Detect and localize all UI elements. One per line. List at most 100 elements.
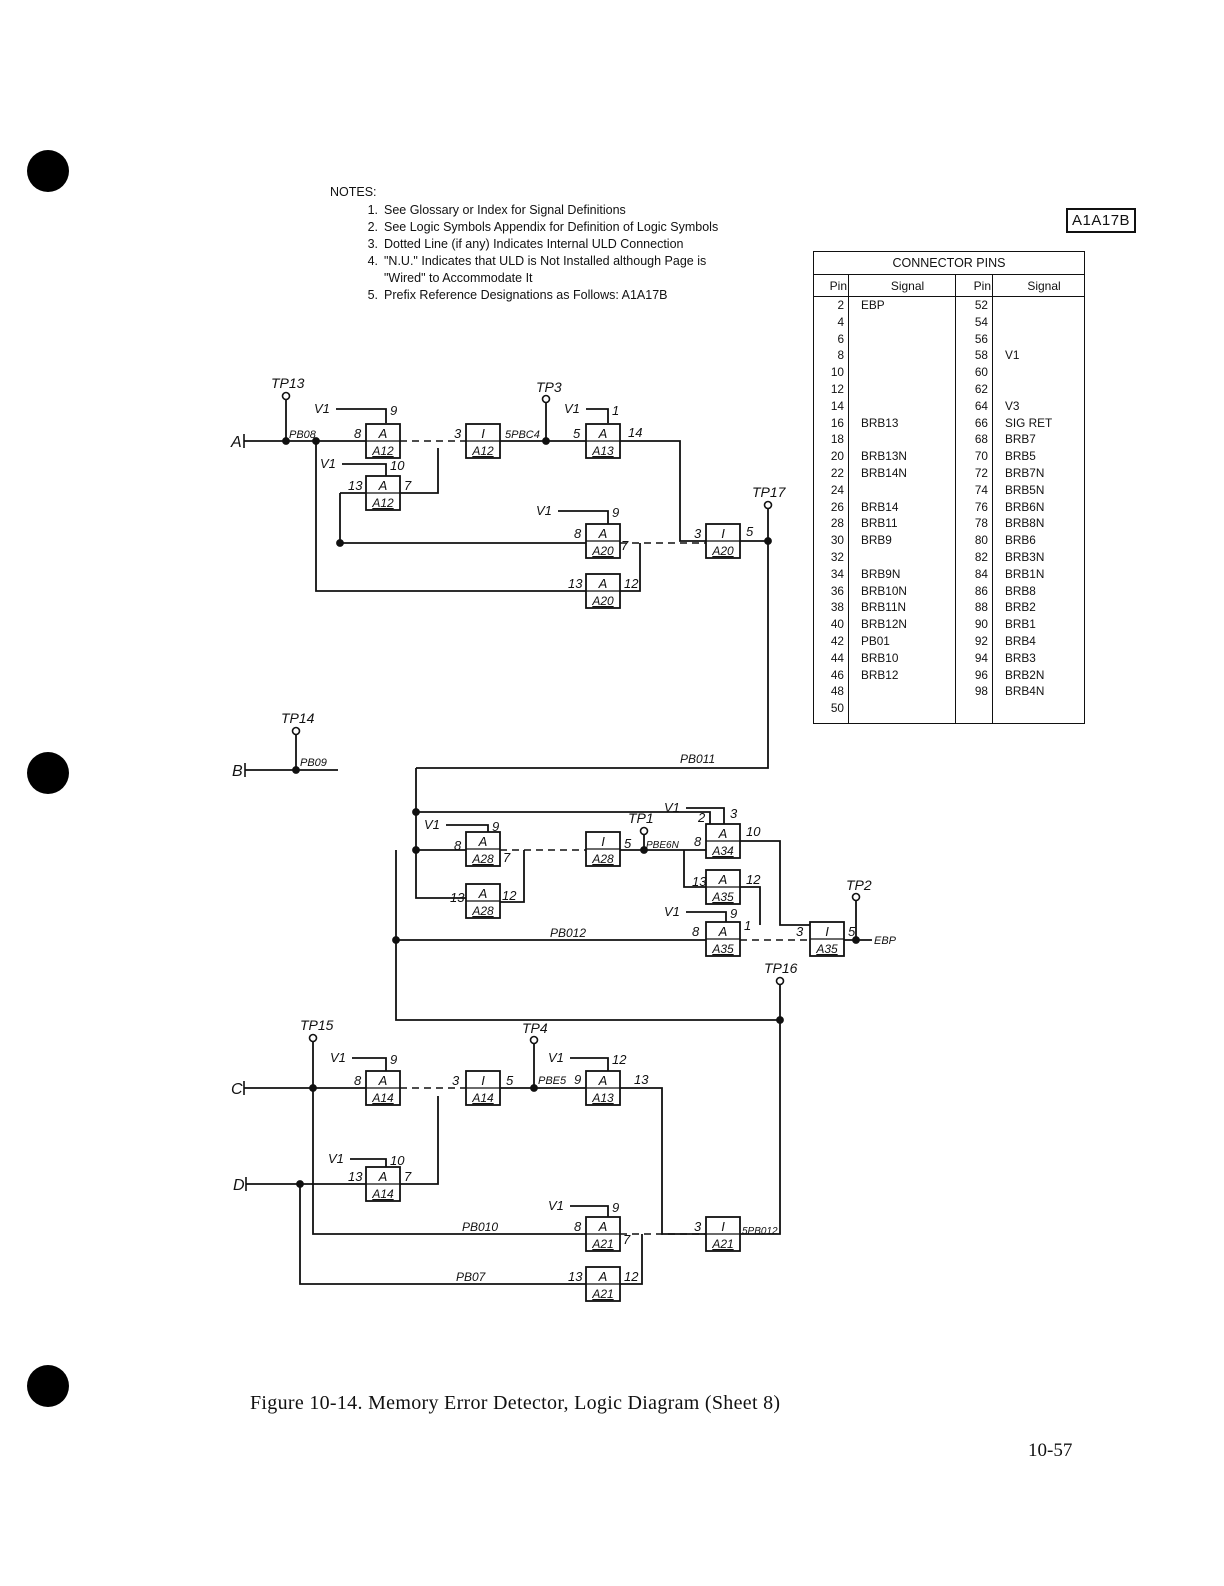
pin-number: 72 <box>955 464 993 482</box>
pin-number: 64 <box>955 397 993 415</box>
wire <box>740 840 810 926</box>
input-label: A <box>230 434 242 451</box>
pin-signal: BRB11 <box>848 515 956 533</box>
supply-label: V1 <box>664 800 680 815</box>
pin-number: 5 <box>848 924 856 939</box>
pin-number: 30 <box>814 532 849 549</box>
gate-ref: A14 <box>371 1187 394 1201</box>
pin-number: 96 <box>955 666 993 684</box>
junction-dot <box>530 1084 538 1092</box>
pin-number: 44 <box>814 649 849 667</box>
note-item: 3.Dotted Line (if any) Indicates Interna… <box>367 237 684 251</box>
supply-label: V1 <box>320 456 336 471</box>
junction-dot <box>542 437 550 445</box>
gate-type: I <box>481 426 485 441</box>
gate-type: A <box>378 1169 388 1184</box>
pin-number: 54 <box>955 313 993 331</box>
gate-type: A <box>378 426 388 441</box>
pin-number <box>955 700 993 723</box>
pin-number: 13 <box>450 890 465 905</box>
gates: AA12IA12AA13AA12AA20IA20AA20AA28IA28AA34… <box>365 423 845 1302</box>
gate-ref: A35 <box>815 942 838 956</box>
pin-signal: BRB6 <box>1005 533 1036 548</box>
wire <box>558 510 609 525</box>
pin-signal: BRB10 <box>848 649 956 667</box>
pin-number: 70 <box>955 448 993 465</box>
test-point-label: TP15 <box>300 1017 334 1033</box>
supply-label: V1 <box>564 401 580 416</box>
test-point-circle <box>281 391 291 401</box>
pin-number: 84 <box>955 565 993 583</box>
supply-label: V1 <box>314 401 330 416</box>
gate-type: A <box>718 924 728 939</box>
junction-dot <box>282 437 290 445</box>
pin-number: 40 <box>814 616 849 633</box>
signal-label: 5PBC4 <box>505 429 540 441</box>
pin-number: 86 <box>955 582 993 600</box>
pin-signal: BRB13 <box>848 414 956 432</box>
pin-number: 1 <box>612 403 619 418</box>
gate-ref: A28 <box>471 852 494 866</box>
pin-number: 98 <box>955 683 993 701</box>
pin-signal <box>848 548 956 566</box>
punch-hole-middle <box>27 752 69 794</box>
gate-type: A <box>378 478 388 493</box>
gate-ref: A20 <box>591 544 614 558</box>
junction-dot <box>640 846 648 854</box>
pin-number: 66 <box>955 414 993 432</box>
supply-label: V1 <box>664 904 680 919</box>
wire <box>570 1057 609 1072</box>
pin-number: 8 <box>692 924 700 939</box>
pin-signal: EBP <box>848 296 956 314</box>
pin-number: 50 <box>814 700 849 723</box>
wire <box>570 1205 609 1220</box>
junction-dot <box>852 936 860 944</box>
pin-number: 9 <box>492 819 499 834</box>
pin-number: 8 <box>574 1219 582 1234</box>
pin-number: 42 <box>814 632 849 650</box>
connector-header-signal: Signal <box>992 275 1084 297</box>
pin-number: 2 <box>697 810 706 825</box>
note-item: 2.See Logic Symbols Appendix for Definit… <box>367 220 719 234</box>
wire <box>315 441 586 592</box>
pin-number: 3 <box>454 426 462 441</box>
pin-signal <box>848 347 956 365</box>
signal-label: PBE6N <box>646 840 680 851</box>
wire <box>416 541 769 769</box>
pin-number: 7 <box>621 538 629 553</box>
gate-ref: A13 <box>591 444 614 458</box>
gate-ref: A12 <box>471 444 494 458</box>
test-point-label: TP17 <box>752 484 787 500</box>
gate-type: A <box>598 576 608 591</box>
pin-signal: BRB2N <box>1005 667 1045 682</box>
pin-number: 9 <box>612 505 619 520</box>
pin-number: 7 <box>503 850 511 865</box>
gate-type: A <box>598 426 608 441</box>
gate-type: A <box>598 1269 608 1284</box>
pin-number: 8 <box>694 834 702 849</box>
wire <box>740 886 761 925</box>
pin-number: 20 <box>814 448 849 465</box>
wire <box>299 1184 586 1285</box>
test-point-circle <box>639 826 649 836</box>
pin-number: 34 <box>814 565 849 583</box>
pin-signal: BRB9 <box>848 532 956 549</box>
